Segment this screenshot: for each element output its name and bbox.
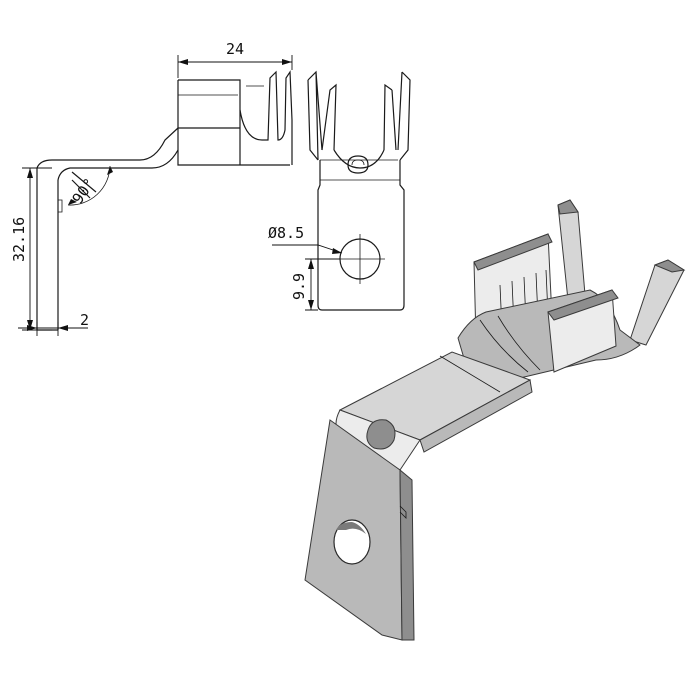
dimension-width: 24 (177, 40, 293, 78)
side-view: 90° (36, 70, 293, 331)
isometric-view (304, 199, 686, 641)
front-view (307, 70, 411, 311)
thickness-label: 2 (80, 311, 89, 329)
hole-diameter-label: Ø8.5 (268, 224, 304, 242)
hole-offset-label: 9.9 (290, 273, 308, 300)
dimension-height: 32.16 (10, 167, 52, 331)
height-label: 32.16 (10, 217, 28, 262)
dimension-hole-offset: 9.9 (290, 258, 340, 311)
dimension-hole-diameter: Ø8.5 (268, 224, 343, 254)
dimension-thickness: 2 (18, 311, 89, 336)
width-label: 24 (226, 40, 244, 58)
